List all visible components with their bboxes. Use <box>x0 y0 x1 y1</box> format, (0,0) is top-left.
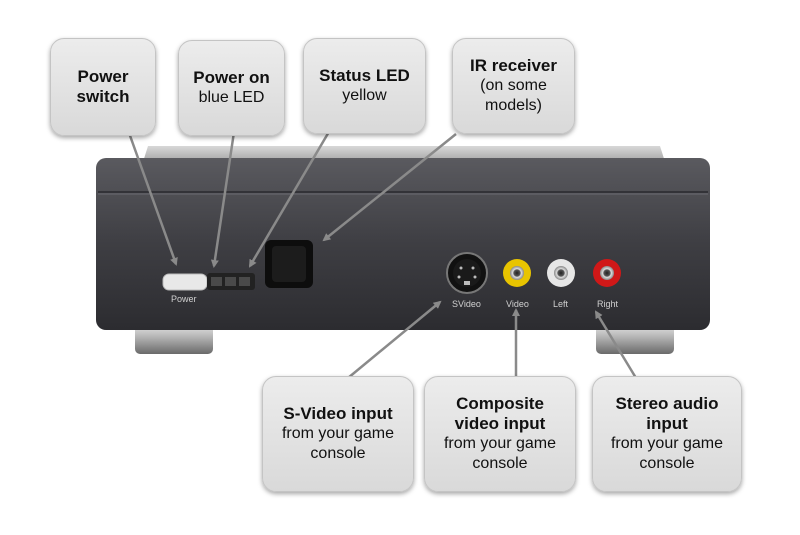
callout-title: S-Video input <box>283 404 393 423</box>
callout-svideo-input: S-Video input from your game console <box>262 376 414 492</box>
callout-title: Status LED <box>319 66 410 85</box>
left-port-label: Left <box>553 299 569 309</box>
callout-composite-input: Composite video input from your game con… <box>424 376 576 492</box>
callout-subtitle: (on some models) <box>480 77 547 114</box>
callout-subtitle: from your game console <box>610 435 724 472</box>
callout-title: Stereo audio input <box>615 394 719 433</box>
callout-status-led: Status LED yellow <box>303 38 426 134</box>
svideo-port-label: SVideo <box>452 299 481 309</box>
callout-title: Composite video input <box>454 394 546 433</box>
arrow-svideo <box>347 300 442 379</box>
callout-stereo-input: Stereo audio input from your game consol… <box>592 376 742 492</box>
callout-ir-receiver: IR receiver (on some models) <box>452 38 575 134</box>
callout-subtitle: blue LED <box>198 89 265 106</box>
arrow-status-led <box>248 129 332 268</box>
arrow-ir <box>322 133 457 242</box>
right-port-label: Right <box>597 299 619 309</box>
callout-title: IR receiver <box>470 56 557 75</box>
callout-subtitle: from your game console <box>443 435 557 472</box>
video-port-label: Video <box>506 299 529 309</box>
power-switch <box>162 273 208 291</box>
arrow-power-switch <box>126 129 178 266</box>
arrow-power-led <box>210 131 236 268</box>
callout-title: Power on <box>193 68 270 87</box>
arrow-stereo <box>594 310 638 379</box>
callout-power-led: Power on blue LED <box>178 40 285 136</box>
callout-subtitle: from your game console <box>281 425 395 462</box>
callout-title: Power switch <box>76 67 130 106</box>
callout-subtitle: yellow <box>342 87 387 104</box>
callout-power-switch: Power switch <box>50 38 156 136</box>
power-label: Power <box>171 294 197 304</box>
